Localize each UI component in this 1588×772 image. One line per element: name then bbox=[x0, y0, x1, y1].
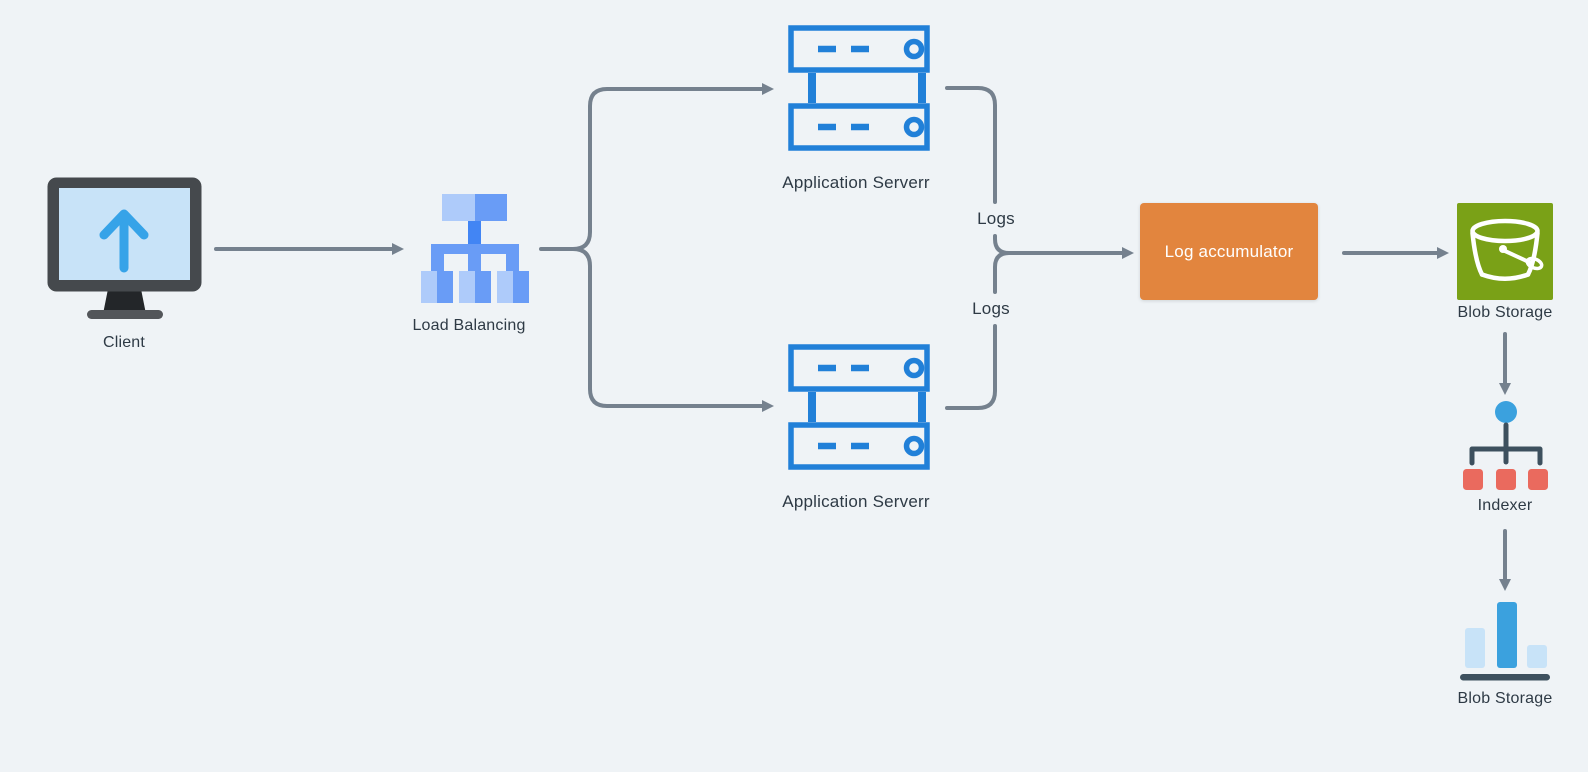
server-stack-icon bbox=[788, 344, 930, 470]
hierarchy-icon bbox=[421, 194, 529, 303]
blob-storage-indexed-node bbox=[1457, 598, 1553, 691]
bar-chart-icon bbox=[1460, 602, 1550, 681]
app-server-bottom-node bbox=[782, 341, 932, 478]
log-accumulator-label: Log accumulator bbox=[1164, 241, 1294, 261]
fanout-icon bbox=[1463, 401, 1548, 490]
app-server-top-label: Application Serverr bbox=[782, 173, 930, 192]
edge-lb-appserver-bottom bbox=[571, 247, 774, 412]
blob-storage-raw-label: Blob Storage bbox=[1457, 304, 1553, 321]
load-balancer-label: Load Balancing bbox=[412, 317, 526, 334]
server-stack-icon bbox=[788, 25, 930, 151]
blob-storage-raw-node bbox=[1457, 203, 1553, 300]
monitor-upload-icon bbox=[47, 177, 202, 319]
indexer-node bbox=[1455, 399, 1555, 499]
log-accumulator-node: Log accumulator bbox=[1140, 203, 1318, 300]
logs-label-bottom: Logs bbox=[972, 299, 1010, 318]
app-server-top-node bbox=[782, 22, 932, 159]
edge-logs-bottom-merge bbox=[993, 251, 1011, 294]
client-node bbox=[47, 177, 203, 324]
logs-label-top: Logs bbox=[977, 209, 1015, 228]
edge-lb-appserver-top bbox=[571, 83, 774, 251]
load-balancer-node bbox=[421, 194, 529, 309]
edge-logs-top-merge bbox=[993, 234, 1011, 255]
edge-appserver-bottom-logs bbox=[945, 324, 997, 410]
bucket-icon bbox=[1470, 218, 1544, 281]
blob-storage-indexed-label: Blob Storage bbox=[1457, 690, 1553, 707]
app-server-bottom-label: Application Serverr bbox=[782, 492, 930, 511]
edge-appserver-top-logs bbox=[945, 86, 997, 204]
indexer-label: Indexer bbox=[1477, 497, 1533, 514]
client-label: Client bbox=[102, 334, 146, 351]
